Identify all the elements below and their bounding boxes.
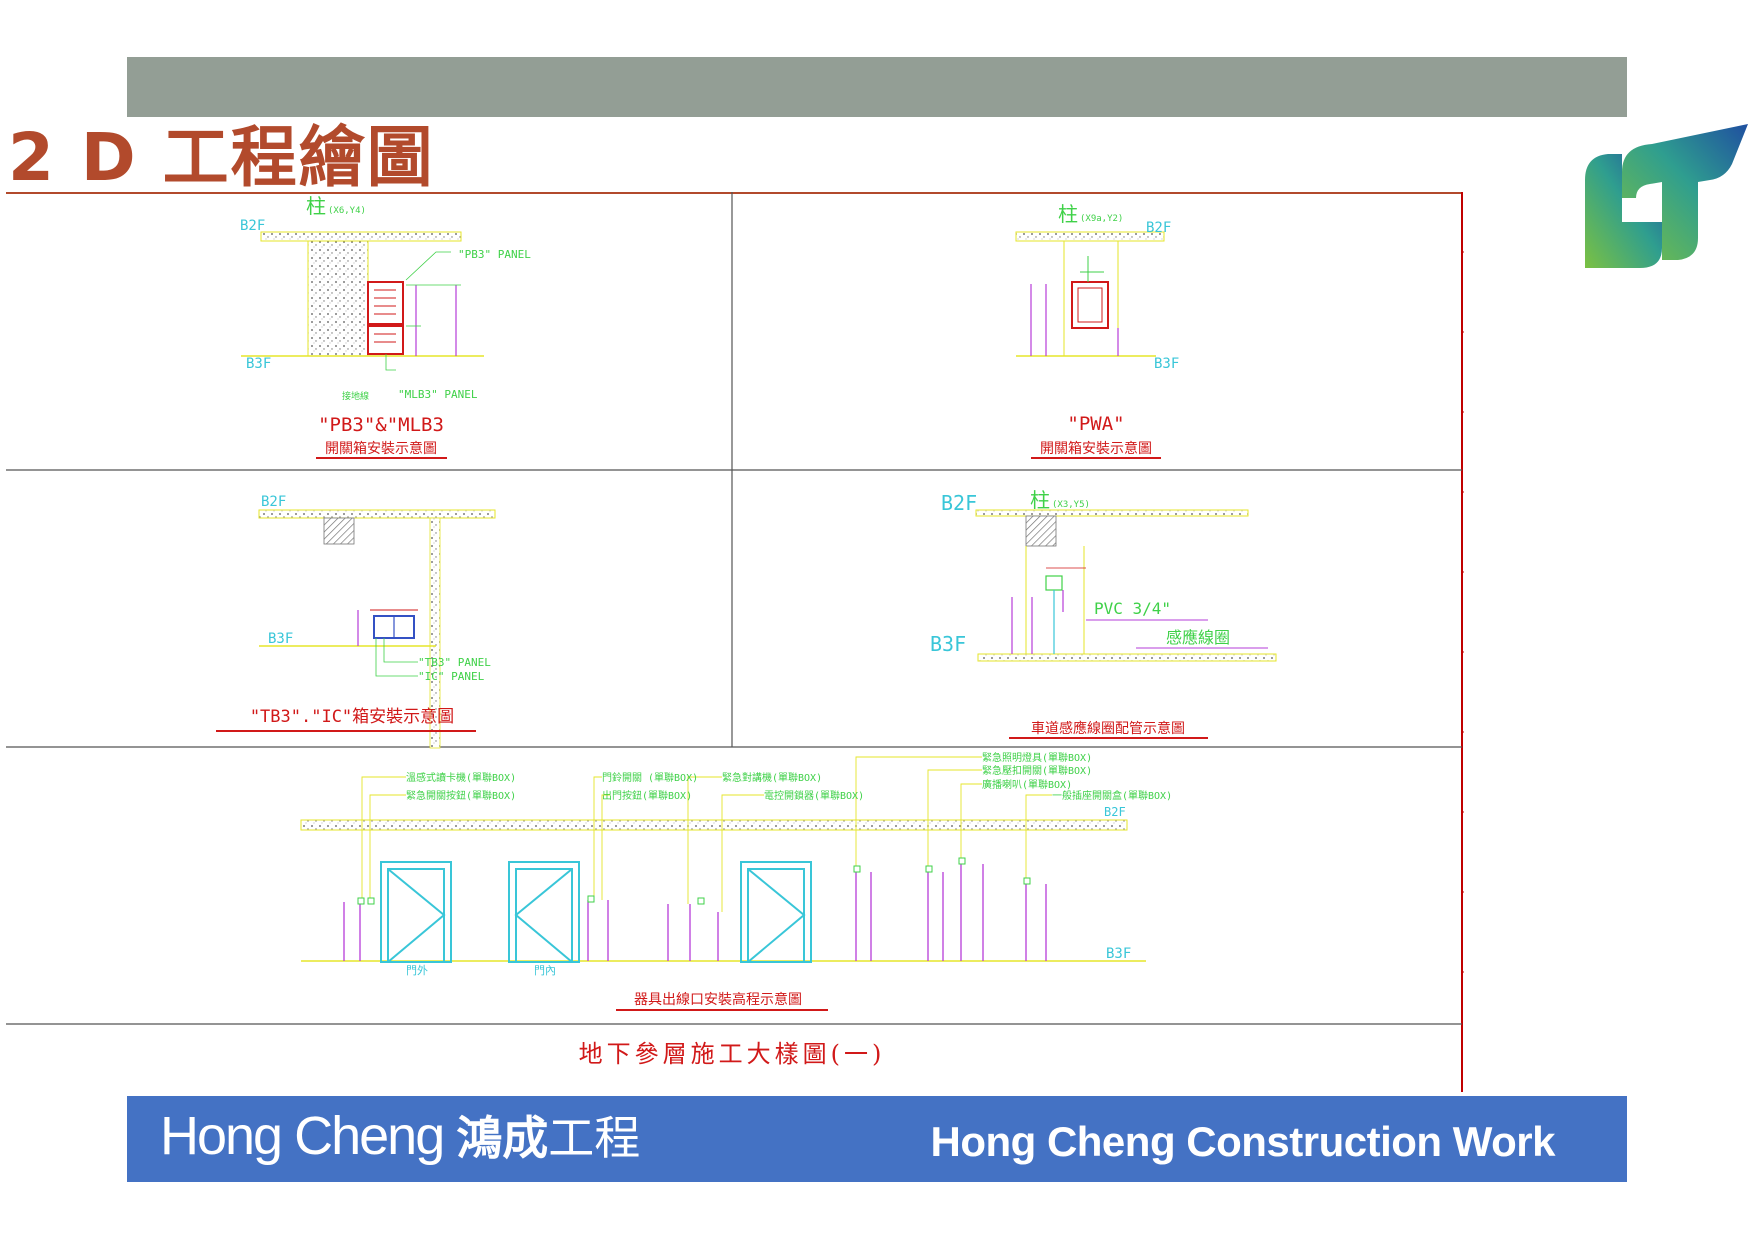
slide-title: 2 D 工程繪圖 [8, 119, 435, 196]
caption-pb3-mlb3: "PB3"&"MLB3 [318, 414, 444, 436]
tag-pb3-panel: "PB3" PANEL [458, 248, 531, 261]
column-ref: (X9a,Y2) [1080, 214, 1123, 224]
level-b2f: B2F [261, 494, 286, 510]
outlet-heights-detail: 溫感式讀卡機(單聯BOX) 緊急開關按鈕(單聯BOX) 門鈴開關 (單聯BOX)… [300, 751, 1172, 1011]
level-b3f: B3F [1154, 356, 1179, 372]
footer-bar: Hong Cheng 鴻成工程 Hong Cheng Construction … [127, 1096, 1627, 1182]
column-label: 柱 [1058, 202, 1078, 226]
column-ref: (X6,Y4) [328, 206, 366, 216]
footer-tagline: Hong Cheng Construction Work [930, 1118, 1555, 1165]
brand-en: Hong Cheng [160, 1106, 445, 1166]
cad-drawing-sheet: 柱 (X6,Y4) B2F B3F "PB3" PANEL "MLB3" PAN… [6, 192, 1464, 1092]
callout-emergency-button: 緊急開關按鈕(單聯BOX) [406, 789, 516, 802]
b2f-slab [260, 231, 462, 242]
level-b2f: B2F [941, 491, 977, 515]
tag-tb3-panel: "TB3" PANEL [418, 656, 491, 669]
column-ref: (X3,Y5) [1052, 500, 1090, 510]
callout-outlet: 一般插座開關盒(單聯BOX) [1052, 789, 1172, 802]
level-b2f: B2F [1146, 220, 1171, 236]
b2f-slab [975, 509, 1249, 517]
label-door-inner: 門內 [534, 964, 556, 977]
label-door-outer: 門外 [406, 964, 428, 977]
sheet-title: 地下參層施工大樣圖(一) [579, 1040, 886, 1068]
pwa-detail: 柱 (X9a,Y2) B2F B3F "PWA" 開關箱安裝示意圖 [1015, 202, 1179, 459]
callout-emergency-light: 緊急照明燈具(單聯BOX) [982, 751, 1092, 764]
callout-intercom: 緊急對講機(單聯BOX) [722, 771, 822, 784]
b3f-slab [977, 653, 1277, 662]
caption-tb3-ic: "TB3"."IC"箱安裝示意圖 [250, 707, 454, 727]
level-b3f: B3F [1106, 946, 1131, 962]
tag-sensor-loop: 感應線圈 [1166, 628, 1230, 647]
level-b3f: B3F [930, 632, 966, 656]
pb3-mlb3-detail: 柱 (X6,Y4) B2F B3F "PB3" PANEL "MLB3" PAN… [240, 194, 531, 459]
junction-box [1045, 575, 1063, 591]
pb3-panel-box [367, 281, 404, 325]
pwa-panel-box [1071, 281, 1109, 329]
level-b2f: B2F [1104, 805, 1126, 819]
concrete-column [307, 240, 369, 357]
caption-outlet-heights: 器具出線口安裝高程示意圖 [634, 991, 802, 1008]
callout-card-reader: 溫感式讀卡機(單聯BOX) [406, 771, 516, 784]
hong-cheng-logo [1580, 118, 1750, 278]
caption-pwa: "PWA" [1067, 413, 1124, 435]
column-label: 柱 [1030, 488, 1050, 512]
caption-pb3-sub: 開關箱安裝示意圖 [325, 440, 437, 457]
brand-zh2: 工程 [548, 1111, 641, 1165]
tag-ground-wire: 接地線 [342, 390, 369, 402]
tb3-ic-detail: B2F B3F "TB3" PANEL "IC" PANEL "TB3"."IC… [216, 494, 496, 749]
callout-speaker: 廣播喇叭(單聯BOX) [982, 778, 1072, 791]
column-label: 柱 [306, 194, 326, 218]
callout-exit-button: 出門按鈕(單聯BOX) [602, 789, 692, 802]
level-b3f: B3F [268, 631, 293, 647]
top-banner-bar [127, 57, 1627, 117]
tag-mlb3-panel: "MLB3" PANEL [398, 388, 478, 401]
level-b3f: B3F [246, 356, 271, 372]
caption-vehicle-sensor: 車道感應線圈配管示意圖 [1031, 720, 1185, 737]
callout-doorbell: 門鈴開關 (單聯BOX) [602, 771, 698, 784]
brand-zh: 鴻成 [456, 1111, 549, 1165]
door-inner [508, 861, 580, 963]
caption-pwa-sub: 開關箱安裝示意圖 [1040, 440, 1152, 457]
door-outer [380, 861, 452, 963]
mlb3-panel-box [367, 325, 404, 355]
callout-emergency-switch: 緊急壓扣開關(單聯BOX) [982, 764, 1092, 777]
hatched-beam [323, 517, 355, 545]
b2f-slab [1015, 231, 1165, 242]
vehicle-sensor-detail: 柱 (X3,Y5) B2F B3F PVC 3/4" 感應線圈 車道感應線圈配管… [930, 488, 1277, 739]
callout-door-lock: 電控開鎖器(單聯BOX) [764, 789, 864, 802]
door-third [740, 861, 812, 963]
b2f-slab [258, 509, 496, 519]
hatched-column [1025, 515, 1057, 547]
level-b2f: B2F [240, 218, 265, 234]
b2f-slab [300, 819, 1128, 831]
tag-pvc-conduit: PVC 3/4" [1094, 599, 1171, 618]
tag-ic-panel: "IC" PANEL [418, 670, 485, 683]
footer-brand: Hong Cheng 鴻成工程 [160, 1096, 640, 1182]
wall [429, 517, 441, 749]
